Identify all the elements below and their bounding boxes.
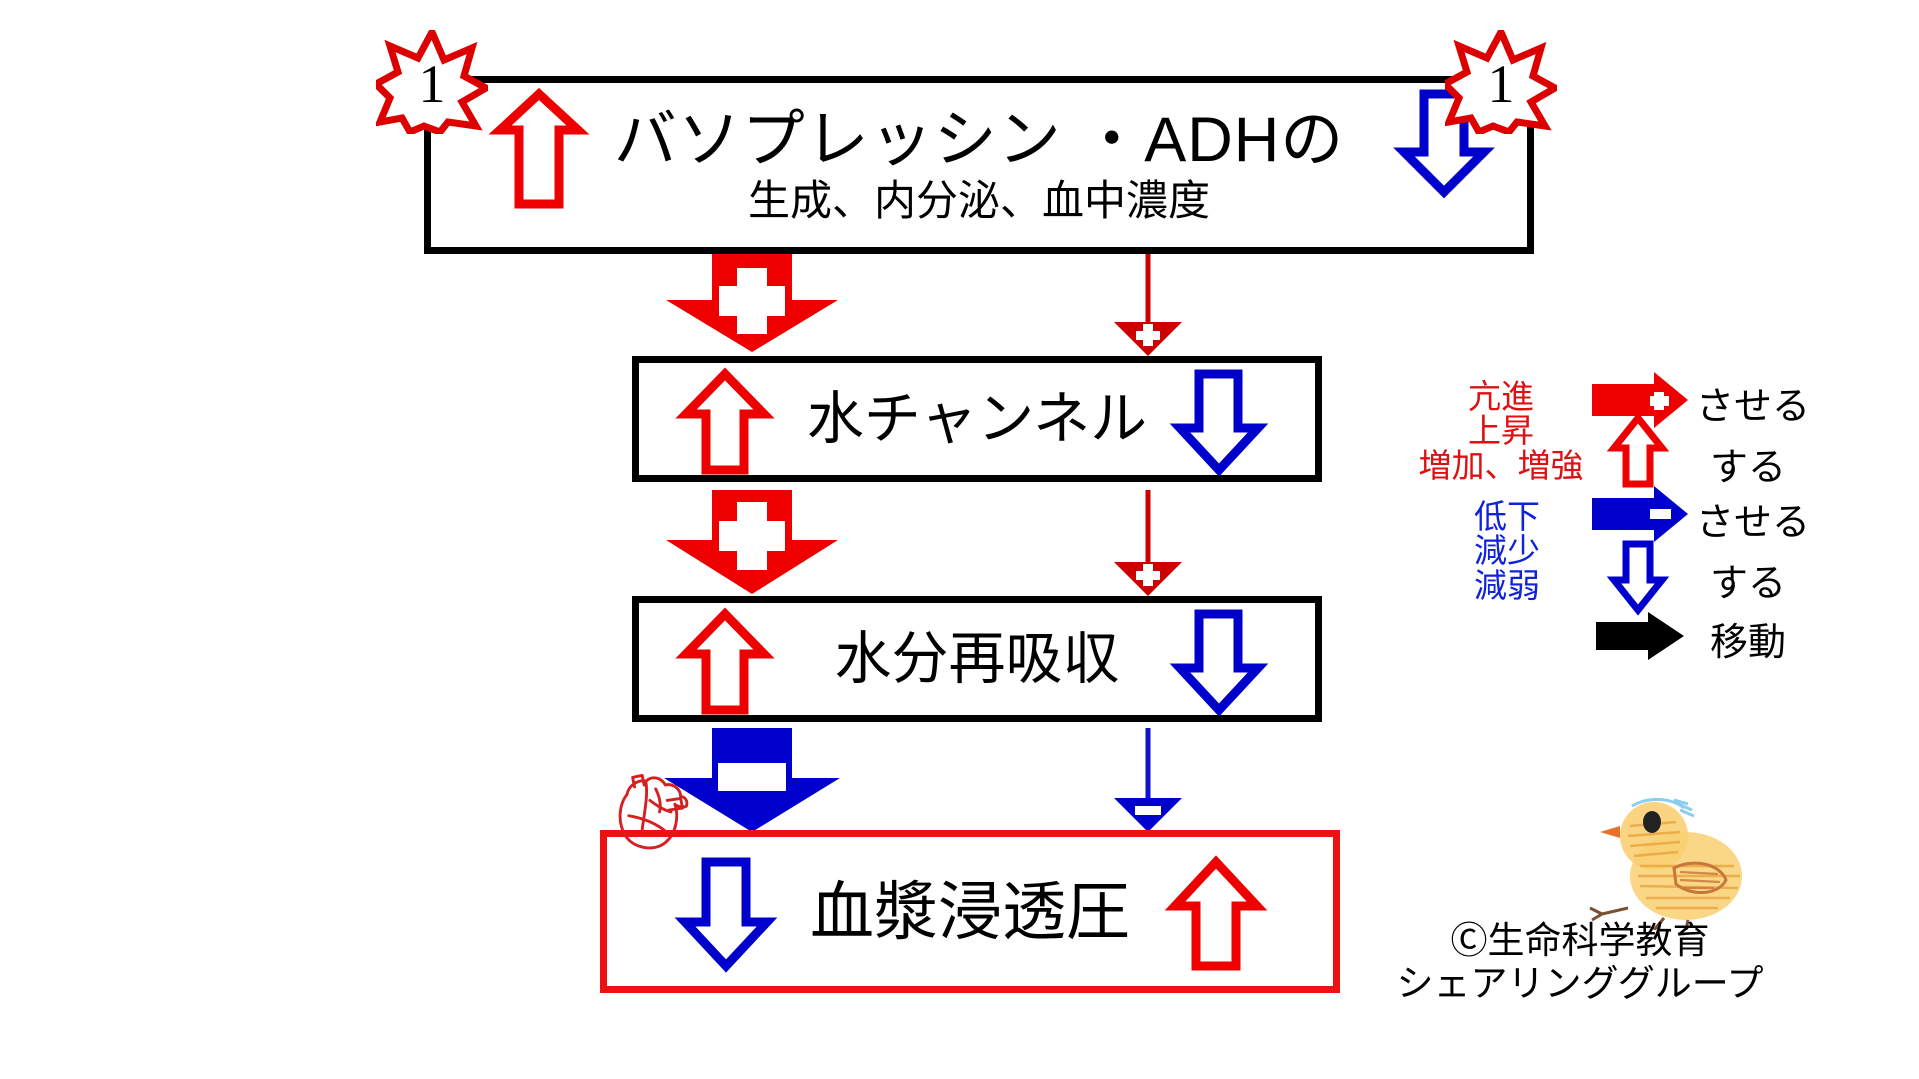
connector-decrease-osmolality	[664, 728, 840, 832]
chick-mascot-icon	[1589, 798, 1742, 930]
connector-thin-increase-osmolality	[1114, 728, 1182, 832]
legend-arrow-glyphs	[1592, 372, 1688, 660]
copyright-line-1: Ⓒ生命科学教育	[1450, 920, 1710, 961]
legend-decrease-words: 低下 減少 減弱	[1432, 498, 1582, 604]
legend-increase-words: 亢進 上昇 増加、増強	[1396, 378, 1606, 484]
legend-decrease-word-2: 減少	[1474, 532, 1540, 570]
node-plasma-osmolality-label: 血漿浸透圧	[810, 875, 1130, 948]
connector-increase-channel	[666, 254, 838, 352]
burst-right-number: 1	[1488, 54, 1515, 114]
node-water-reabsorption-label: 水分再吸収	[834, 626, 1120, 691]
up-arrow-icon-plasma-up	[1164, 855, 1268, 971]
legend-decrease-word-3: 減弱	[1474, 566, 1540, 604]
solid-right-arrow-plus-icon	[1592, 372, 1688, 428]
burst-left-number: 1	[419, 54, 446, 114]
legend: 亢進 上昇 増加、増強 低下 減少 減弱	[1396, 372, 1810, 672]
node-water-channel-label: 水チャンネル	[806, 386, 1148, 451]
legend-increase-word-3: 増加、増強	[1418, 446, 1584, 484]
node-vasopressin[interactable]: バソプレッシン ・ADHの 生成、内分泌、血中濃度	[424, 76, 1534, 254]
node-vasopressin-sublabel: 生成、内分泌、血中濃度	[747, 176, 1210, 224]
up-arrow-icon-water-reabsorption	[675, 607, 775, 715]
solid-right-arrow-minus-icon	[1592, 486, 1688, 542]
solid-black-right-arrow-icon	[1596, 612, 1684, 660]
legend-increase-word-2: 上昇	[1468, 412, 1534, 450]
copyright-line-2: シェアリンググループ	[1396, 962, 1764, 1004]
legend-increase-word-1: 亢進	[1468, 378, 1534, 415]
up-arrow-icon-water-channel	[675, 367, 775, 475]
connector-thin-decrease-channel	[1114, 254, 1182, 356]
node-vasopressin-label: バソプレッシン ・ADHの	[613, 104, 1345, 175]
down-arrow-icon-water-reabsorption	[1169, 609, 1269, 717]
down-arrow-icon-plasma-down	[674, 857, 778, 973]
outline-down-arrow-icon	[1606, 540, 1670, 616]
legend-label-3: させる	[1696, 502, 1811, 544]
burst-star-icon-right[interactable]: 1	[1445, 30, 1557, 134]
outline-up-arrow-icon	[1606, 412, 1670, 488]
up-arrow-icon-vasopressin	[488, 87, 590, 209]
legend-label-5: 移動	[1710, 622, 1787, 664]
connector-increase-reabsorption	[666, 490, 838, 594]
legend-label-2: する	[1710, 447, 1787, 489]
copyright-block: Ⓒ生命科学教育 シェアリンググループ	[1360, 920, 1800, 1006]
connector-thin-decrease-reabsorption	[1114, 490, 1182, 596]
legend-label-4: する	[1710, 563, 1787, 605]
burst-star-icon-left[interactable]: 1	[376, 30, 488, 134]
heart-icon	[618, 774, 689, 850]
down-arrow-icon-water-channel	[1169, 369, 1269, 477]
legend-label-1: させる	[1696, 386, 1811, 428]
legend-decrease-word-1: 低下	[1474, 498, 1540, 535]
